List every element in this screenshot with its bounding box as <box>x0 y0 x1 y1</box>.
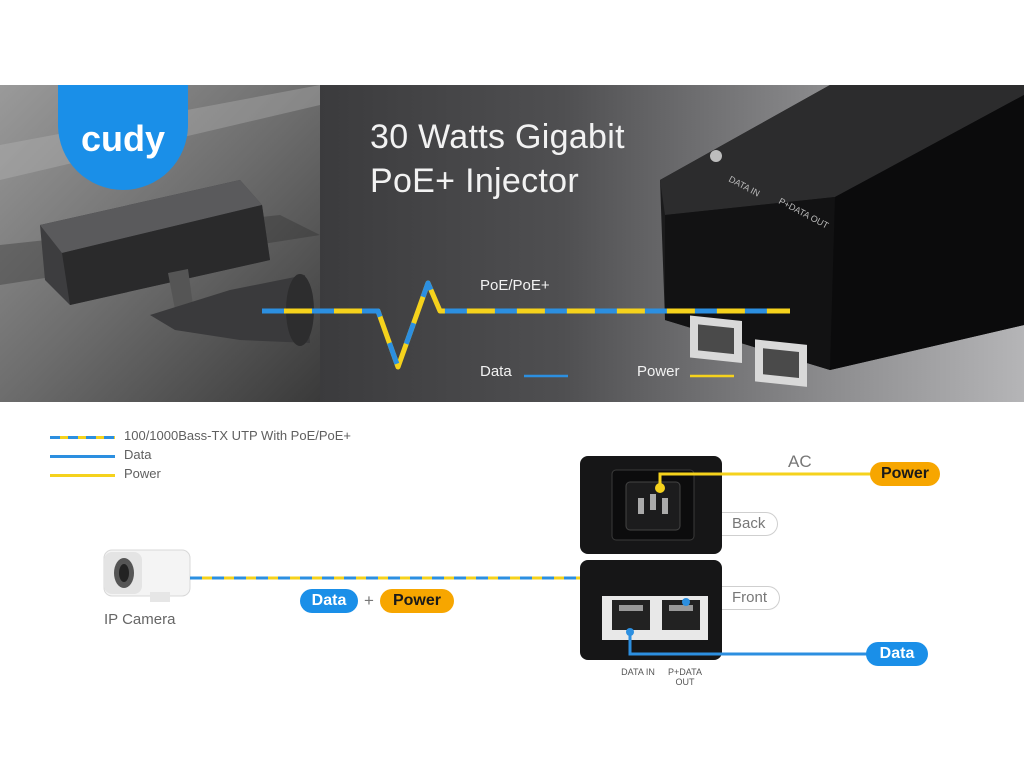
security-camera-icon <box>40 180 314 346</box>
back-tag: Back <box>722 512 779 536</box>
injector-back-icon <box>580 456 722 554</box>
connection-diagram <box>103 456 875 660</box>
injector-front-icon <box>580 560 722 660</box>
cable-label: PoE/PoE+ <box>480 277 550 294</box>
product-title: 30 Watts Gigabit PoE+ Injector <box>370 115 625 203</box>
rj45-port-icon <box>612 600 650 630</box>
power-line-swatch <box>50 474 115 477</box>
plus-sign: + <box>364 591 374 610</box>
port-in-caption: DATA IN <box>621 667 655 677</box>
banner-power-label: Power <box>637 363 680 380</box>
logo-text: cudy <box>80 118 166 159</box>
ip-camera-label: IP Camera <box>104 611 176 628</box>
legend-label: 100/1000Bass-TX UTP With PoE/PoE+ <box>124 428 352 443</box>
front-tag: Front <box>722 586 781 610</box>
port-out-caption: P+DATA OUT <box>668 667 702 687</box>
legend-label: Data <box>124 447 152 462</box>
legend-label: Power <box>124 466 161 481</box>
ac-power-pill: Power <box>870 462 940 486</box>
rj45-port-icon <box>662 600 700 630</box>
poe-line-swatch <box>50 436 115 439</box>
banner: DATA IN P+DATA OUT cudy 30 Watts Gigabit… <box>0 85 1024 402</box>
cudy-logo: cudy <box>58 85 188 190</box>
ac-power-line <box>655 472 875 493</box>
poe-cable <box>262 280 790 370</box>
banner-data-label: Data <box>480 363 512 380</box>
data-line-swatch <box>50 455 115 458</box>
ip-camera-icon <box>103 549 191 602</box>
power-pill: Power <box>380 589 454 613</box>
data-out-pill: Data <box>866 642 928 666</box>
data-out-line <box>626 598 870 656</box>
title-line-2: PoE+ Injector <box>370 162 579 200</box>
title-line-1: 30 Watts Gigabit <box>370 118 625 156</box>
data-pill: Data <box>300 589 358 613</box>
poe-injector-icon: DATA IN P+DATA OUT <box>660 85 1024 387</box>
led-indicator <box>710 150 722 162</box>
ac-label: AC <box>788 452 812 471</box>
banner-art: DATA IN P+DATA OUT <box>0 85 1024 402</box>
